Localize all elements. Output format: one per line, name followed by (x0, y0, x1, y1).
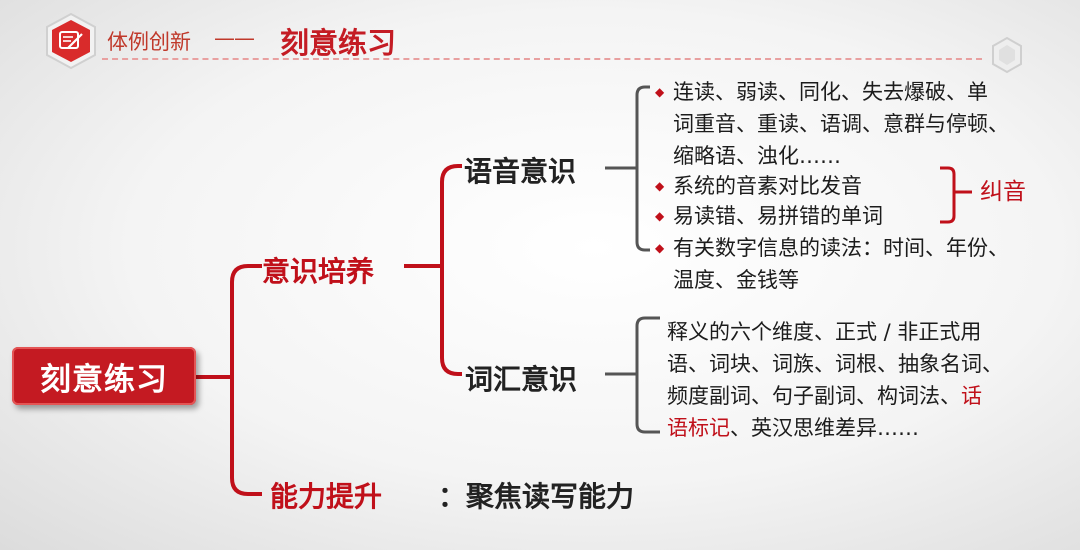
page-title: 刻意练习 (280, 26, 397, 60)
section-label: 体例创新 (107, 30, 191, 54)
diamond-bullet-icon: ◆ (655, 241, 665, 255)
diamond-bullet-icon: ◆ (655, 85, 665, 99)
correction-label: 纠音 (980, 179, 1026, 205)
edit-document-icon (46, 12, 96, 70)
highlight-text: 语标记 (667, 416, 730, 440)
diamond-bullet-icon: ◆ (655, 179, 665, 193)
root-node: 刻意练习 (12, 347, 196, 405)
level1-bracket (230, 264, 262, 496)
vocab-description: 释义的六个维度、正式 / 非正式用 语、词块、词族、词根、抽象名词、 频度副词、… (667, 320, 1003, 440)
phonetic-item-text: 系统的音素对比发音 (673, 174, 862, 198)
phonetic-list-bracket (635, 85, 650, 252)
node-awareness: 意识培养 (262, 255, 375, 288)
phonetic-item-text: 连读、弱读、同化、失去爆破、单 词重音、重读、语调、意群与停顿、 缩略语、浊化…… (673, 80, 1009, 168)
node-vocab-awareness: 词汇意识 (465, 363, 578, 396)
hexagon-icon (992, 36, 1022, 74)
phonetic-item-text: 有关数字信息的读法：时间、年份、 温度、金钱等 (673, 236, 1009, 292)
ability-description: ：聚焦读写能力 (438, 480, 635, 513)
diamond-bullet-icon: ◆ (655, 209, 665, 223)
phonetic-item-text: 易读错、易拼错的单词 (673, 204, 883, 228)
vocab-list-bracket (635, 316, 660, 434)
correction-bracket (940, 166, 972, 224)
node-ability: 能力提升 (270, 480, 383, 513)
node-phonetic-awareness: 语音意识 (464, 155, 577, 188)
title-separator: —— (214, 26, 255, 50)
header-divider (102, 58, 982, 60)
level2-bracket (440, 164, 462, 376)
highlight-text: 话 (961, 384, 982, 408)
